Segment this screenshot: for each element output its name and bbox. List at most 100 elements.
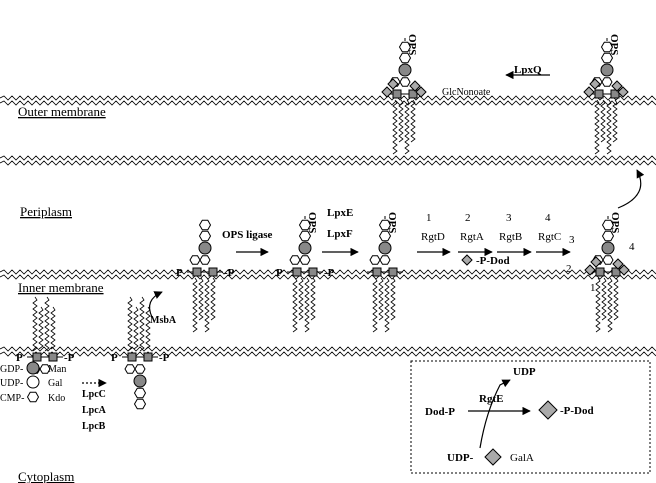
kdo-hexagon <box>379 255 391 265</box>
gala-diamond <box>617 86 629 98</box>
rgtc-label: RgtC <box>538 231 561 243</box>
cytoplasm-top-band <box>0 346 656 352</box>
outer-membrane-bottom-band <box>0 100 656 106</box>
outer-membrane-label: Outer membrane <box>18 104 106 119</box>
rgtb-label: RgtB <box>499 231 522 243</box>
legend-gal-circle <box>26 375 40 389</box>
gala-diamond <box>583 86 595 98</box>
glcn-square <box>208 267 218 277</box>
gala-diamond <box>381 86 393 98</box>
inner-membrane-label: Inner membrane <box>18 280 104 295</box>
inset-udp-release-arrow <box>479 379 511 449</box>
acyl-chain <box>378 277 384 321</box>
acyl-chain <box>38 306 44 350</box>
galA-p-dod-label: -P-Dod <box>476 255 510 267</box>
acyl-chain <box>372 277 378 333</box>
lipid-a-modified: OPS <box>584 212 630 333</box>
legend-kdo: Kdo <box>48 393 65 404</box>
acyl-chain <box>600 99 606 143</box>
msba-label: MsbA <box>150 315 177 326</box>
acyl-chain <box>32 296 38 352</box>
glcn-square <box>392 89 402 99</box>
acyl-chain <box>204 277 210 333</box>
lpxe-label: LpxE <box>327 207 353 219</box>
gal-hexagon <box>198 230 212 242</box>
phosphate-left: P <box>111 352 118 364</box>
acyl-chain <box>594 99 600 155</box>
phosphate-right: -P <box>224 267 235 279</box>
inset-gala-diamond-icon <box>484 448 502 466</box>
lpxf-label: LpxF <box>327 228 353 240</box>
acyl-chain <box>310 277 316 321</box>
periplasm-top-band <box>0 155 656 161</box>
kdo-hexagon <box>134 364 146 374</box>
legend-cmp: CMP- <box>0 393 24 404</box>
man-circle <box>398 63 412 77</box>
phosphate-left: P <box>176 267 183 279</box>
acyl-chain <box>404 99 410 155</box>
kdo-hexagon <box>39 364 51 374</box>
glcn-square <box>611 267 621 277</box>
lpcc-label: LpcC <box>82 389 106 400</box>
inset-udp-label: UDP <box>513 366 536 378</box>
gala-diamond <box>589 78 601 90</box>
gala-diamond <box>612 258 624 270</box>
lipid-a-cytoplasm: P-P <box>16 296 75 374</box>
rgta-label: RgtA <box>460 231 484 243</box>
lipid-a-core-inner: P -P <box>176 219 235 333</box>
legend-man: Man <box>48 364 66 375</box>
lipid-a-dephospho: OPS <box>367 212 403 333</box>
gal-hexagon <box>198 219 212 231</box>
export-arrow <box>617 169 645 209</box>
step-4-number: 4 <box>545 212 551 224</box>
man-circle <box>198 241 212 255</box>
glcn-square <box>372 267 382 277</box>
acyl-chain <box>606 99 612 155</box>
acyl-chain <box>390 277 396 321</box>
kdo-hexagon <box>189 255 201 265</box>
ops-label: OPS <box>609 212 621 233</box>
kdo-hexagon <box>299 255 311 265</box>
gal-hexagon <box>133 398 147 410</box>
acyl-chain <box>392 99 398 155</box>
kdo-hexagon <box>399 77 411 87</box>
phosphate-left: P <box>276 267 283 279</box>
periplasm-label: Periplasm <box>20 204 72 219</box>
gal-hexagon <box>378 230 392 242</box>
outer-membrane-top-band <box>0 95 656 101</box>
site-2-number: 2 <box>566 263 572 275</box>
gala-diamond <box>387 78 399 90</box>
glcn-square <box>192 267 202 277</box>
inner-membrane-bottom-band <box>0 274 656 280</box>
acyl-chain <box>601 277 607 321</box>
glcn-square <box>388 267 398 277</box>
acyl-chain <box>398 99 404 143</box>
glcn-square <box>292 267 302 277</box>
kdo-hexagon <box>289 255 301 265</box>
gala-diamond <box>611 80 623 92</box>
acyl-chain <box>210 277 216 321</box>
glcn-square <box>595 267 605 277</box>
acyl-chain <box>304 277 310 333</box>
phosphate-right: -P <box>159 352 170 364</box>
gal-hexagon <box>133 387 147 399</box>
acyl-chain <box>292 277 298 333</box>
gala-diamond <box>590 256 602 268</box>
inset-rgte-label: RgtE <box>479 393 503 405</box>
gala-diamond <box>584 264 596 276</box>
legend-udp: UDP- <box>0 378 23 389</box>
inner-membrane-top-band <box>0 269 656 275</box>
kdo-hexagon <box>602 255 614 265</box>
kdo-hexagon <box>369 255 381 265</box>
ops-label: OPS <box>306 212 318 233</box>
glcn-square <box>610 89 620 99</box>
lpcb-label: LpcB <box>82 421 106 432</box>
reaction-arrows <box>82 70 645 449</box>
phosphate-left: P <box>16 352 23 364</box>
gal-hexagon <box>600 41 614 53</box>
step-2-number: 2 <box>465 212 471 224</box>
acyl-chain <box>384 277 390 333</box>
